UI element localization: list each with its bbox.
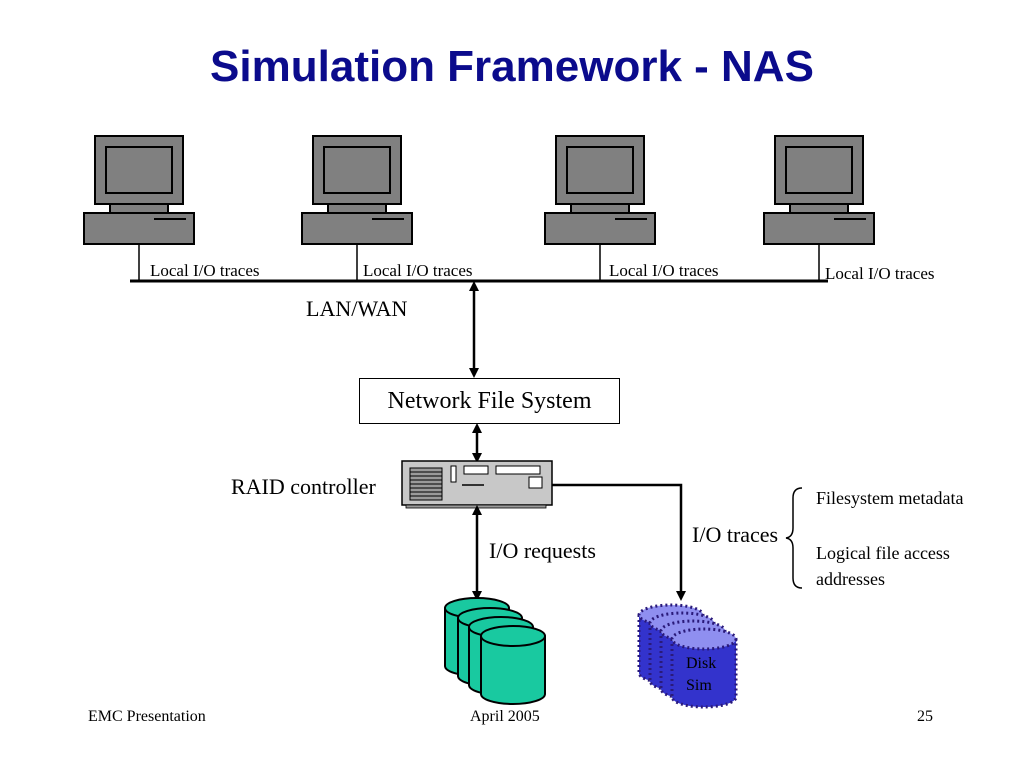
trace-content-addresses: addresses [816, 569, 885, 589]
computer-1 [83, 135, 195, 245]
trace-label-4: Local I/O traces [825, 264, 935, 283]
trace-content-metadata: Filesystem metadata [816, 488, 964, 508]
trace-label-1: Local I/O traces [150, 261, 260, 280]
io-requests-label: I/O requests [489, 538, 596, 563]
raid-controller-icon [401, 460, 553, 509]
computer-drop-lines [138, 244, 820, 281]
computer-3 [544, 135, 656, 245]
io-traces-label: I/O traces [692, 522, 779, 547]
network-file-system-box: Network File System [359, 378, 620, 424]
footer-date: April 2005 [470, 708, 540, 725]
computer-4 [763, 135, 875, 245]
lan-wan-label: LAN/WAN [306, 296, 408, 321]
footer-page-number: 25 [917, 708, 933, 725]
trace-content-logical-file-access: Logical file access [816, 543, 950, 563]
physical-disks-icon [444, 597, 546, 705]
footer-left: EMC Presentation [88, 708, 206, 725]
computer-2 [301, 135, 413, 245]
curly-brace-icon [785, 487, 803, 589]
page-title: Simulation Framework - NAS [210, 42, 814, 91]
raid-disksim-arrow [552, 483, 686, 601]
disksim-label-line2: Sim [686, 677, 712, 694]
trace-label-3: Local I/O traces [609, 261, 719, 280]
raid-controller-label: RAID controller [231, 474, 376, 499]
trace-label-2: Local I/O traces [363, 261, 473, 280]
disksim-label-line1: Disk [686, 655, 717, 672]
